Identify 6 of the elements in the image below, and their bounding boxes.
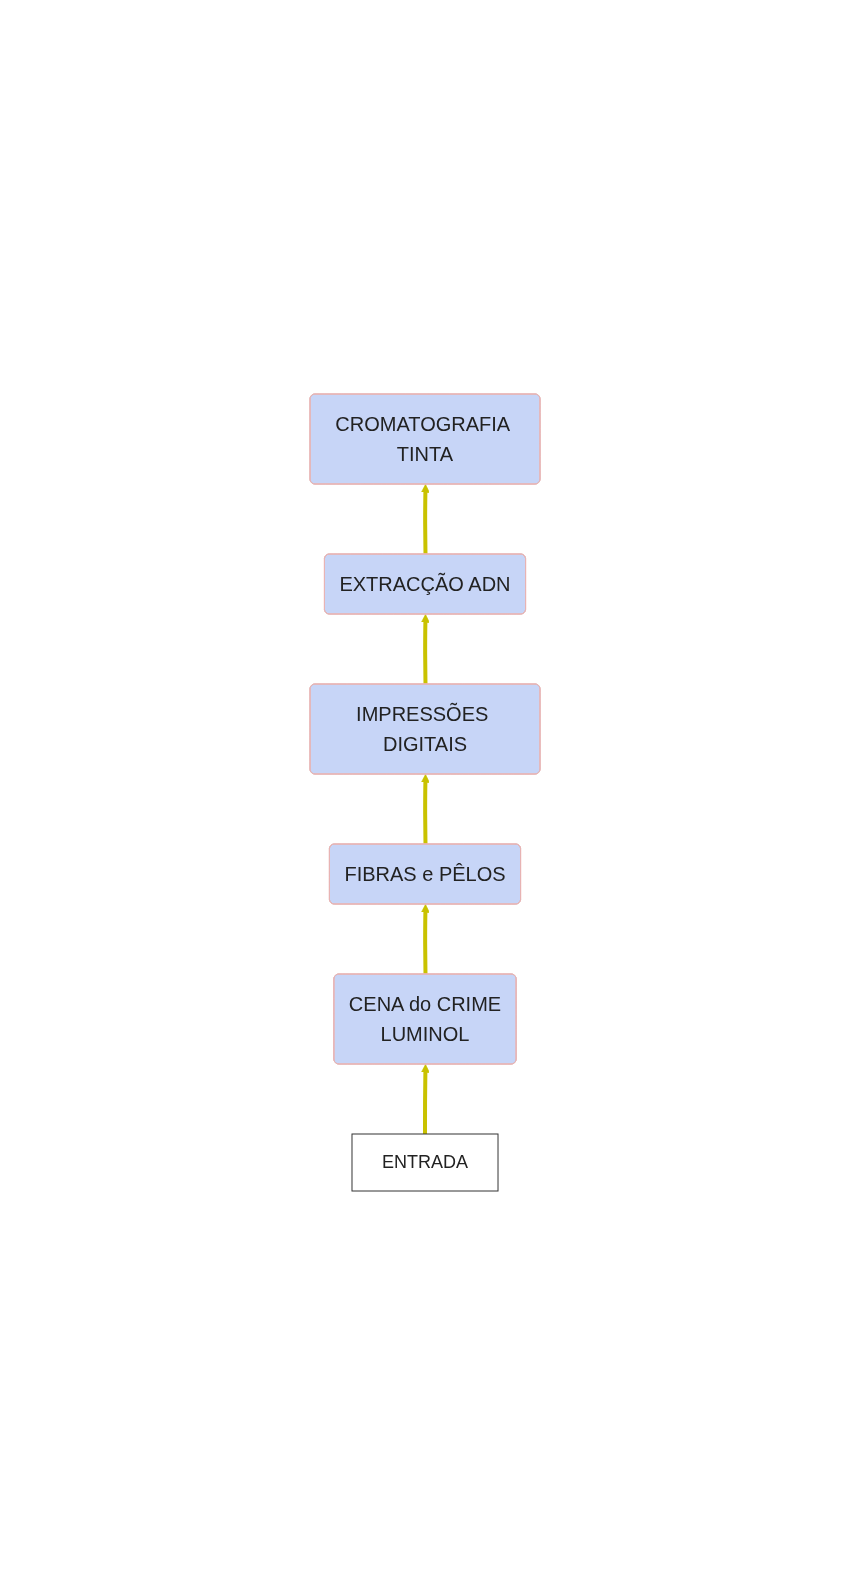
node-box: ENTRADA [351,1133,499,1192]
arrow [421,614,430,685]
arrow [421,1064,430,1134]
arrow [421,484,430,555]
arrow [421,774,430,845]
arrow [421,904,430,975]
